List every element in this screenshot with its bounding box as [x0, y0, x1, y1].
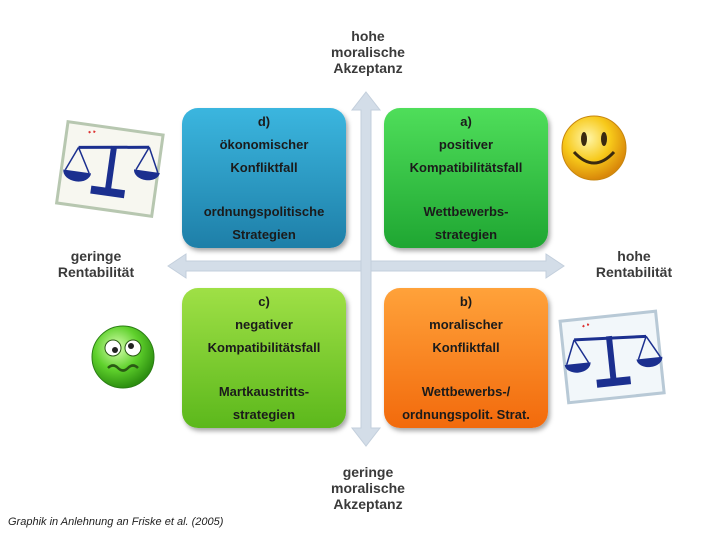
- quadrant-b: b) moralischer Konfliktfall Wettbewerbs-…: [384, 288, 548, 428]
- axis-label-left: geringe Rentabilität: [57, 248, 135, 280]
- quadrant-d: d) ökonomischer Konfliktfall ordnungspol…: [182, 108, 346, 248]
- scales-icon: [558, 309, 666, 405]
- smiley-happy-icon: [561, 115, 627, 181]
- source-caption: Graphik in Anlehnung an Friske et al. (2…: [8, 516, 224, 528]
- axis-label-right: hohe Rentabilität: [595, 248, 673, 280]
- quadrant-a: a) positiver Kompatibilitätsfall Wettbew…: [384, 108, 548, 248]
- axis-label-top: hohe moralische Akzeptanz: [331, 28, 405, 76]
- axis-label-bottom: geringe moralische Akzeptanz: [331, 464, 405, 512]
- smiley-sick-icon: [91, 325, 155, 389]
- vertical-axis-arrow: [350, 91, 382, 447]
- quadrant-c: c) negativer Kompatibilitätsfall Martkau…: [182, 288, 346, 428]
- scales-icon: [54, 120, 165, 218]
